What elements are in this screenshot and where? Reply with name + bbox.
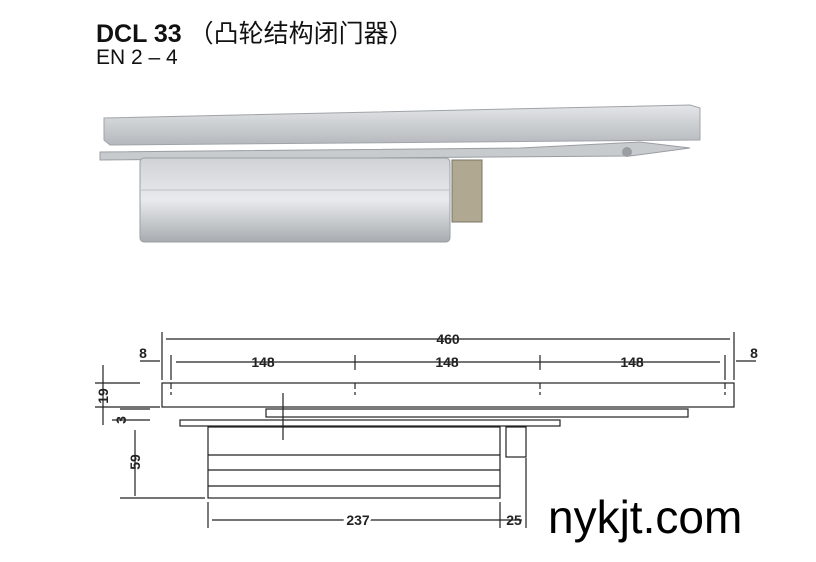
- dim-gap: 3: [113, 416, 129, 424]
- model-name: DCL 33: [96, 20, 182, 48]
- dim-end-left: 8: [139, 345, 147, 361]
- dim-spacing-3: 148: [620, 354, 644, 370]
- dim-body-height: 59: [127, 454, 143, 470]
- dim-spacing-2: 148: [435, 354, 459, 370]
- watermark: nykjt.com: [548, 491, 743, 543]
- product-title: DCL 33 （凸轮结构闭门器）: [96, 14, 414, 50]
- dim-body-length: 237: [346, 512, 370, 528]
- dim-spacing-1: 148: [251, 354, 275, 370]
- technical-drawing: [95, 332, 756, 528]
- product-photo: [99, 104, 701, 243]
- dim-end-right: 8: [750, 345, 758, 361]
- en-rating: EN 2 – 4: [96, 46, 178, 69]
- dim-arm-offset: 25: [506, 512, 522, 528]
- dim-total: 460: [436, 331, 460, 347]
- dim-rail-height: 19: [95, 388, 111, 404]
- model-description: （凸轮结构闭门器）: [188, 20, 414, 48]
